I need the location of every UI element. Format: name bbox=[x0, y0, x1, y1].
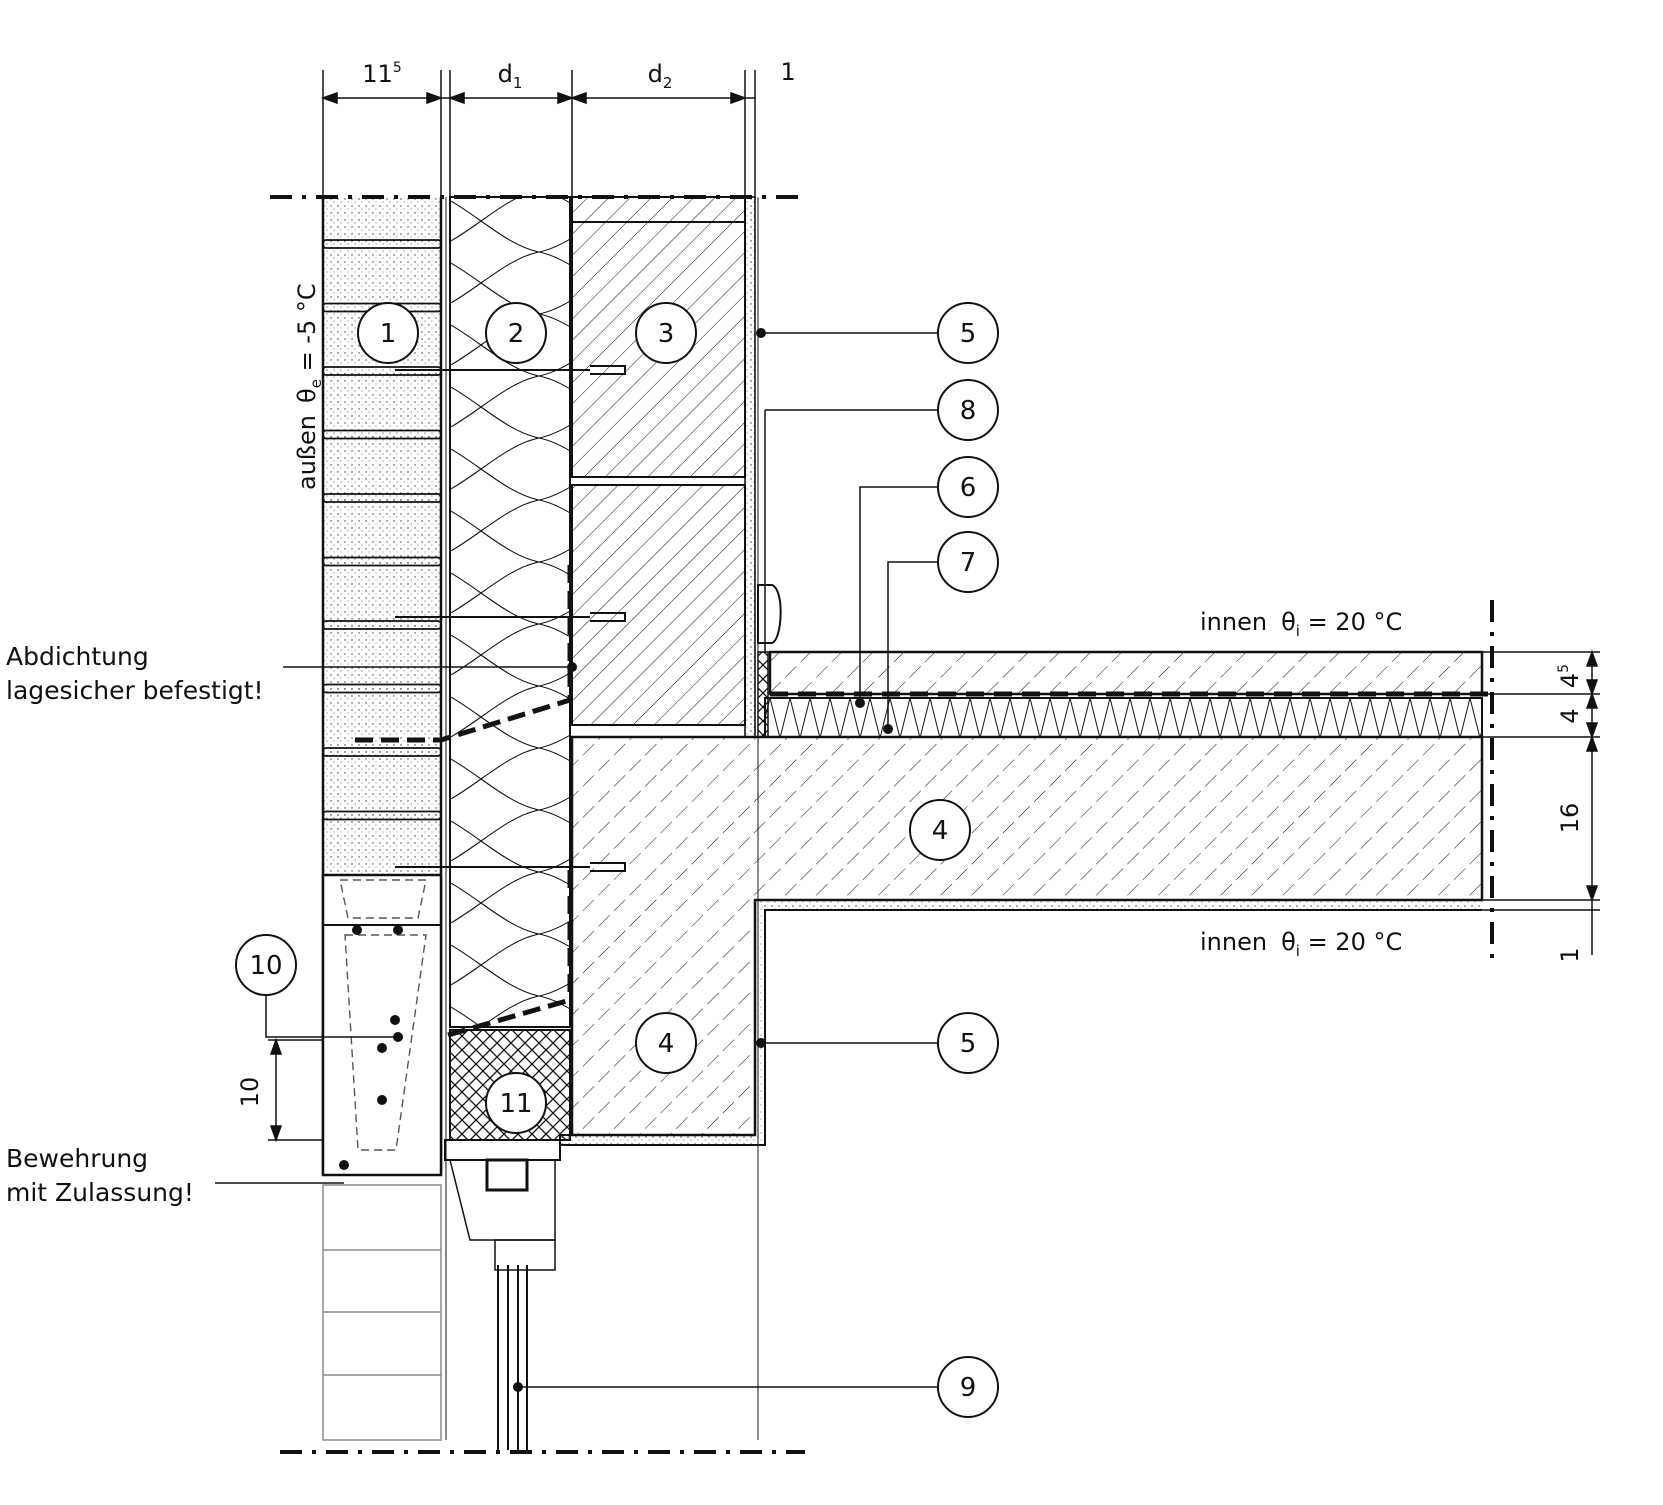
callout-markers bbox=[235, 302, 999, 1418]
waterproofing-note-line2: lagesicher befestigt! bbox=[6, 676, 264, 705]
callout-7: 7 bbox=[960, 548, 977, 578]
reinforcement-note: Bewehrung mit Zulassung! bbox=[6, 1142, 194, 1210]
lintel-block bbox=[321, 873, 443, 1177]
window-frame bbox=[444, 1139, 561, 1450]
mortar-joint bbox=[322, 810, 442, 821]
mortar-joint bbox=[322, 429, 442, 440]
callout-6: 6 bbox=[960, 473, 977, 503]
leader-dot-icons bbox=[393, 328, 893, 1392]
callout-9: 9 bbox=[960, 1373, 977, 1403]
dimension-chain-top bbox=[320, 70, 756, 197]
callout-1: 1 bbox=[380, 319, 397, 349]
dimension-lintel bbox=[268, 1037, 323, 1143]
callout-4-slab: 4 bbox=[932, 816, 949, 846]
reinforcement-note-line1: Bewehrung bbox=[6, 1144, 149, 1173]
dim-inner-leaf: d2 bbox=[648, 60, 673, 92]
mortar-joint bbox=[322, 239, 442, 249]
mortar-joint bbox=[322, 620, 442, 630]
wall-plaster bbox=[744, 196, 756, 738]
dim-outer-leaf: 115 bbox=[362, 60, 401, 88]
core-insulation bbox=[355, 196, 573, 1440]
callout-5-bottom: 5 bbox=[960, 1029, 977, 1059]
callout-5-top: 5 bbox=[960, 319, 977, 349]
leader-lines bbox=[215, 332, 937, 1388]
callout-4-lintel: 4 bbox=[658, 1029, 675, 1059]
wall-ties bbox=[395, 365, 626, 872]
reinforcement-note-line2: mit Zulassung! bbox=[6, 1178, 194, 1207]
lower-masonry-grey bbox=[322, 1184, 442, 1441]
dim-screed: 45 bbox=[1556, 664, 1584, 688]
callout-3: 3 bbox=[658, 319, 675, 349]
callout-8: 8 bbox=[960, 396, 977, 426]
dash-dot-break-line-icon bbox=[270, 195, 1494, 1454]
mortar-joint bbox=[322, 747, 442, 757]
callout-2: 2 bbox=[508, 319, 525, 349]
callout-11: 11 bbox=[499, 1089, 532, 1119]
dim-plaster: 1 bbox=[780, 58, 795, 86]
mortar-joint bbox=[322, 683, 442, 694]
mortar-joint bbox=[322, 493, 442, 503]
inner-leaf-masonry bbox=[571, 196, 746, 726]
brick-courses bbox=[322, 239, 442, 821]
waterproofing-note-line1: Abdichtung bbox=[6, 642, 149, 671]
callout-labels: 1 2 3 5 8 6 7 4 4 5 11 9 10 bbox=[249, 319, 976, 1403]
mortar-joint bbox=[322, 556, 442, 567]
dimension-chain-right bbox=[1482, 649, 1600, 955]
dim-ceiling-plaster: 1 bbox=[1556, 947, 1584, 962]
dim-slab: 16 bbox=[1556, 803, 1584, 834]
dim-impact-insulation: 4 bbox=[1556, 708, 1584, 723]
callout-10: 10 bbox=[249, 951, 282, 981]
dim-insulation: d1 bbox=[498, 60, 523, 92]
outside-climate-label: außenθe = -5 °C bbox=[293, 283, 325, 490]
dim-lintel: 10 bbox=[236, 1077, 264, 1108]
waterproofing-note: Abdichtung lagesicher befestigt! bbox=[6, 640, 264, 708]
